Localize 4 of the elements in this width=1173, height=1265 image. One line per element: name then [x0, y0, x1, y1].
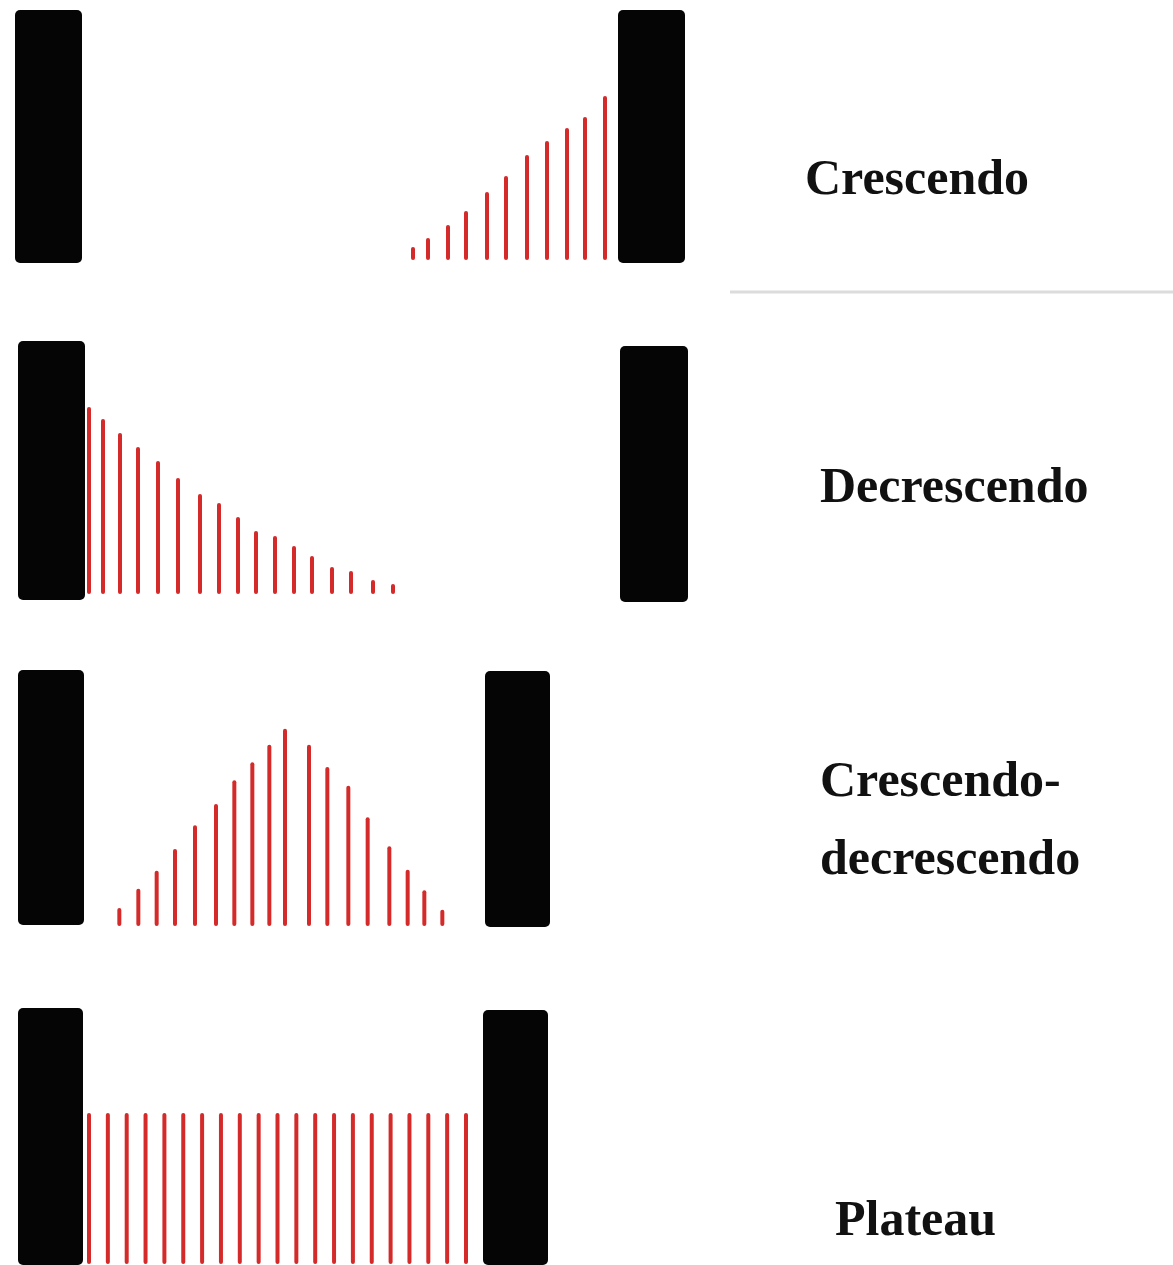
murmur-type-label: Plateau	[835, 1189, 998, 1248]
murmur-type-label: Crescendo-decrescendo	[820, 750, 1082, 887]
murmur-type-label: Crescendo	[805, 148, 1031, 207]
murmur-type-label: Decrescendo	[820, 456, 1090, 515]
